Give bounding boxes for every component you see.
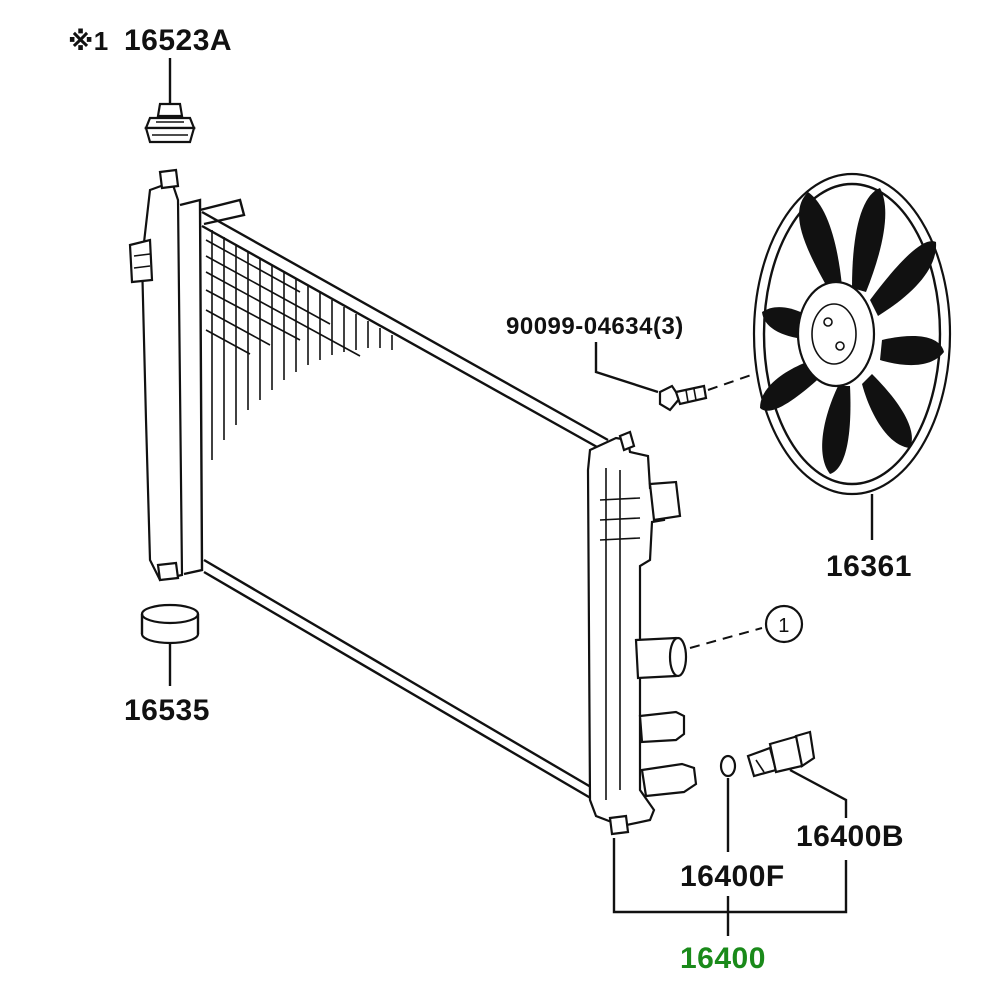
- grommet[interactable]: [140, 603, 200, 686]
- cooling-fan[interactable]: [752, 172, 952, 540]
- plug-part-number[interactable]: 16400B: [796, 820, 904, 853]
- drain-gasket[interactable]: [719, 754, 737, 852]
- radiator-assembly[interactable]: [128, 168, 698, 836]
- fan-part-number[interactable]: 16361: [826, 550, 912, 583]
- cap-part-number[interactable]: 16523A: [124, 24, 232, 57]
- grommet-part-number[interactable]: 16535: [124, 694, 210, 727]
- reference-callout-number: 1: [778, 615, 790, 637]
- cap-prefix-label: ※1: [68, 26, 109, 56]
- radiator-part-number[interactable]: 16400: [680, 942, 766, 975]
- radiator-cap[interactable]: [144, 58, 196, 144]
- drain-plug[interactable]: [746, 730, 848, 818]
- assembly-bracket: [612, 838, 848, 936]
- reference-callout: [689, 604, 804, 649]
- bolt-part-number[interactable]: 90099-04634(3): [506, 313, 684, 340]
- radiator-fins: [205, 230, 393, 460]
- gasket-part-number[interactable]: 16400F: [680, 860, 785, 893]
